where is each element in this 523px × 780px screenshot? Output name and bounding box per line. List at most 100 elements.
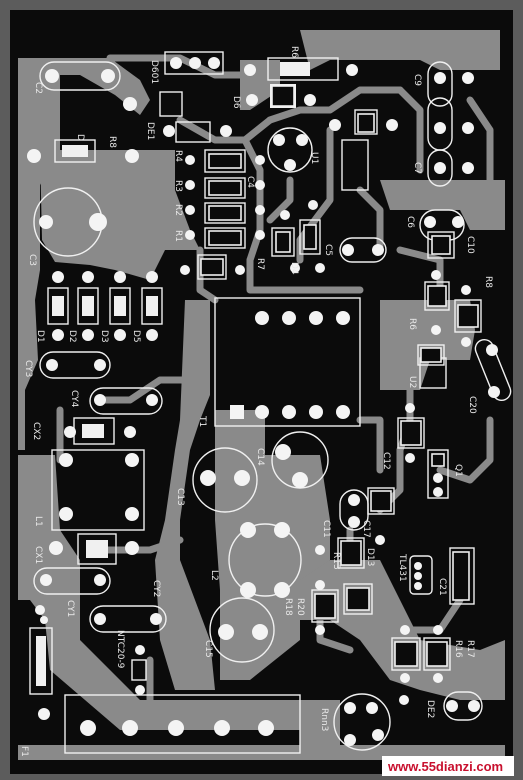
label-r20: R20 (295, 598, 305, 616)
r6b-outline (417, 344, 445, 366)
d5-outline (141, 287, 163, 325)
r2-outline (204, 202, 246, 224)
label-d6: D6 (231, 96, 241, 109)
trace-9 (196, 246, 219, 304)
label-r6b: R6 (407, 318, 417, 330)
label-r16: R16 (453, 640, 463, 658)
trace-2 (176, 116, 274, 144)
label-r13: R13 (331, 552, 341, 570)
trace-6 (356, 186, 384, 254)
trace-21 (466, 96, 494, 184)
cy3-outline (39, 351, 111, 379)
label-r2: R2 (173, 204, 183, 216)
c5-outline (339, 237, 387, 263)
d4-outline (299, 219, 321, 255)
q1-outline (354, 109, 378, 135)
pad-r6b (420, 347, 442, 363)
trace-8 (246, 256, 364, 294)
label-de1: DE1 (145, 122, 155, 140)
copper-central-strip (155, 300, 215, 690)
label-r17: R17 (465, 640, 475, 658)
pad-c21 (452, 551, 470, 601)
r3-outline (204, 177, 246, 199)
label-r4: R4 (173, 150, 183, 162)
pad-r2 (208, 205, 242, 221)
label-tl431: TL431 (397, 553, 407, 582)
r17-outline (391, 637, 421, 671)
trace-7 (396, 86, 424, 174)
copper-right-mid (380, 180, 505, 230)
r4-outline (204, 149, 246, 173)
label-cx1: CX1 (33, 546, 43, 564)
label-c10: C10 (465, 236, 475, 254)
c15-outline (209, 597, 275, 663)
label-cy3: CY3 (23, 360, 33, 377)
label-c9: C9 (412, 74, 422, 86)
label-c3: C3 (27, 254, 37, 266)
label-r6: R6 (289, 46, 299, 58)
label-c17: C17 (361, 520, 371, 538)
label-r1: R1 (173, 230, 183, 242)
connector-outline (64, 694, 301, 754)
pad-r13 (340, 540, 362, 566)
pad-r17 (394, 641, 418, 667)
label-c21: C21 (437, 578, 447, 596)
through-hole-pads (27, 57, 500, 746)
c20-outline (474, 338, 512, 402)
trace-12 (356, 416, 384, 474)
label-c7: C7 (412, 162, 422, 174)
label-d2: D2 (67, 330, 77, 343)
f1-outline (29, 627, 53, 695)
label-c5: C5 (323, 244, 333, 256)
f1-body (36, 636, 46, 686)
label-c13: C13 (175, 488, 185, 506)
label-d4: D4 (289, 262, 299, 275)
pad-r8b (457, 304, 479, 328)
t1-outline (214, 297, 361, 427)
label-r18: R18 (283, 598, 293, 616)
c7-outline (427, 149, 453, 187)
trace-23 (266, 176, 294, 224)
d1-outline (47, 287, 69, 325)
c2-outline (39, 61, 121, 91)
pad-r19 (346, 587, 370, 611)
c1-outline (267, 127, 313, 173)
pad-q1 (357, 113, 375, 133)
trace-3 (241, 136, 264, 264)
cx1-outline (77, 533, 117, 565)
r7-outline (271, 227, 295, 257)
trace-4 (266, 86, 404, 124)
tl431-outline (409, 555, 433, 595)
d601-outline (164, 51, 224, 75)
q1b-outline (427, 449, 449, 499)
c21-outline (449, 547, 475, 605)
copper-left-mid (40, 150, 200, 280)
cy1-outline (33, 567, 111, 595)
label-d5: D5 (131, 330, 141, 343)
d3-body (114, 296, 126, 316)
label-r8: R8 (107, 136, 117, 148)
pad-r18 (314, 593, 336, 619)
pad-r6 (271, 85, 295, 107)
r13-outline (337, 537, 365, 569)
d1-body (52, 296, 64, 316)
cy4-outline (89, 387, 163, 415)
pad-r16 (426, 641, 448, 667)
d-outline (54, 139, 96, 163)
pad-d4 (303, 224, 317, 250)
label-cy2: CY2 (151, 580, 161, 597)
label-c15: C15 (203, 640, 213, 658)
pad-r7 (275, 231, 291, 253)
trace-18 (96, 376, 189, 404)
label-r8b: R8 (483, 276, 493, 288)
silkscreen-labels: C2 D R8 D601 R6 U1 C9 D6 DE1 R4 R3 R2 R1… (19, 46, 493, 757)
u1-outline (341, 139, 369, 191)
t1-pin1-pad (230, 405, 244, 419)
label-c12: C12 (381, 452, 391, 470)
label-c6: C6 (405, 216, 415, 228)
c12-outline (397, 417, 425, 449)
l1-outline (51, 449, 145, 531)
label-d: D (75, 134, 85, 141)
label-cy4: CY4 (69, 390, 79, 408)
